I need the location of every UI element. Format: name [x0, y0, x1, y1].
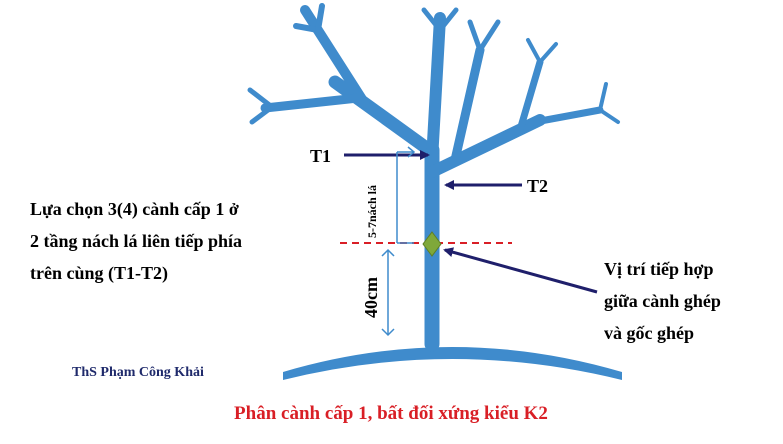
left-note-line-2: 2 tầng nách lá liên tiếp phía: [30, 231, 242, 251]
author-credit: ThS Phạm Công Khải: [72, 365, 204, 380]
label-t2: T2: [527, 176, 548, 196]
left-note-line-3: trên cùng (T1-T2): [30, 263, 168, 284]
label-t1: T1: [310, 146, 331, 166]
label-leaf-nodes: 5-7nách lá: [365, 185, 379, 238]
label-height: 40cm: [361, 277, 381, 318]
branch-left-upper: [300, 5, 370, 109]
right-note: Vị trí tiếp hợp giữa cành ghép và gốc gh…: [604, 259, 721, 343]
right-note-line-2: giữa cành ghép: [604, 291, 721, 311]
right-note-line-3: và gốc ghép: [604, 323, 694, 343]
graft-arrow: [443, 247, 598, 294]
ground-mound: [283, 347, 622, 380]
branch-left-main: [328, 75, 439, 159]
diagram-caption: Phân cành cấp 1, bất đối xứng kiểu K2: [234, 403, 548, 424]
dimension-leaf-nodes: [396, 146, 416, 244]
branch-right-upper: [516, 58, 544, 134]
left-note-line-1: Lựa chọn 3(4) cành cấp 1 ở: [30, 199, 239, 220]
tree: [247, 3, 620, 352]
graft-marker: [422, 231, 442, 257]
branch-right-outer: [531, 106, 604, 126]
dimension-height: [381, 248, 395, 337]
left-note: Lựa chọn 3(4) cành cấp 1 ở 2 tầng nách l…: [30, 199, 242, 284]
branch-left-lower: [260, 93, 363, 113]
right-note-line-1: Vị trí tiếp hợp: [604, 259, 713, 279]
branch-center: [426, 12, 446, 166]
